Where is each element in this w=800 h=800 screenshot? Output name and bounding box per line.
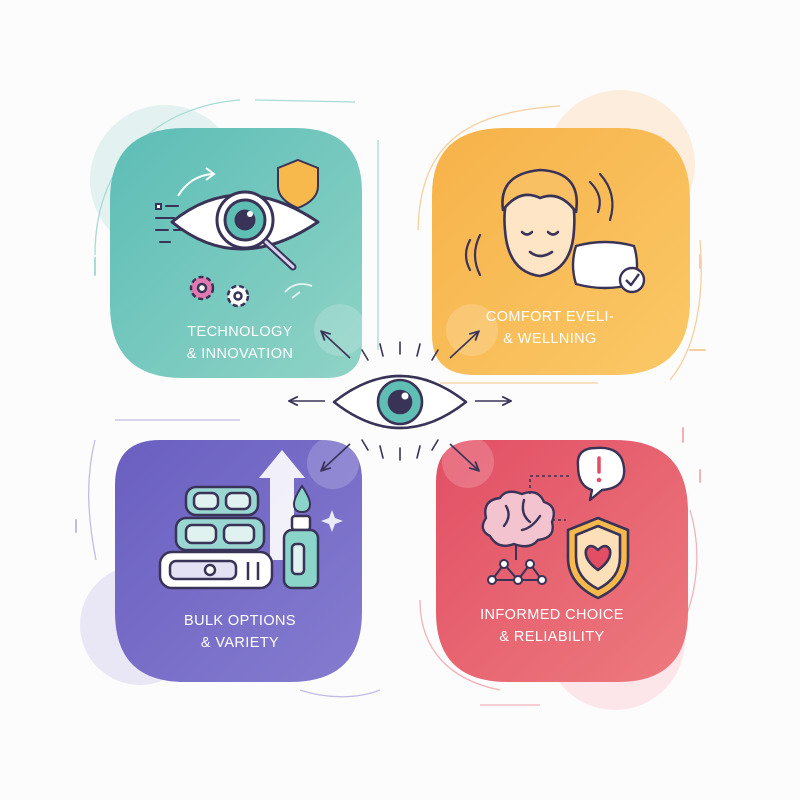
- sparkle-decoration: [284, 283, 313, 299]
- direction-arrows: [290, 332, 510, 470]
- arrow-up-left: [322, 332, 351, 359]
- relaxed-face-icon: [501, 168, 579, 278]
- informed-label: INFORMED CHOICE & RELIABILITY: [462, 604, 642, 648]
- droplet-icon: [292, 484, 312, 514]
- informed-label-line2: & RELIABILITY: [499, 629, 605, 645]
- technology-label-line1: TECHNOLOGY: [187, 324, 293, 340]
- network-icon: [487, 545, 547, 585]
- heart-shield-icon: [566, 516, 630, 600]
- technology-label: TECHNOLOGY & INNOVATION: [160, 321, 320, 365]
- arrow-down-left: [322, 443, 351, 470]
- goggles-stack-icon: [158, 485, 274, 590]
- comfort-label: COMFORT EVELI- & WELLNING: [470, 306, 630, 350]
- arrow-down-right: [449, 443, 478, 470]
- alert-bubble-icon: [576, 446, 626, 502]
- sound-waves-icon: [464, 172, 614, 277]
- shield-icon: [277, 158, 319, 210]
- bulk-label-line1: BULK OPTIONS: [184, 613, 296, 629]
- connector-line: [529, 475, 570, 521]
- magnifier-eye-icon: [170, 190, 320, 271]
- eye-icon: [332, 374, 468, 430]
- bottle-icon: [282, 514, 320, 590]
- gears-icon: [189, 275, 250, 308]
- comfort-label-line1: COMFORT EVELI-: [485, 309, 615, 325]
- center-rays: [361, 341, 439, 461]
- motion-arrow-icon: [177, 167, 216, 197]
- bulk-label: BULK OPTIONS & VARIETY: [160, 610, 320, 654]
- technology-label-line2: & INNOVATION: [186, 346, 294, 362]
- comfort-label-line2: & WELLNING: [503, 331, 597, 347]
- pillow-check-icon: [571, 240, 646, 294]
- brain-icon: [481, 490, 555, 548]
- arrow-up-right: [449, 332, 478, 359]
- data-lines-icon: [155, 203, 183, 243]
- informed-label-line1: INFORMED CHOICE: [480, 607, 624, 623]
- bulk-label-line2: & VARIETY: [200, 635, 280, 651]
- sparkle-icon: [321, 510, 343, 532]
